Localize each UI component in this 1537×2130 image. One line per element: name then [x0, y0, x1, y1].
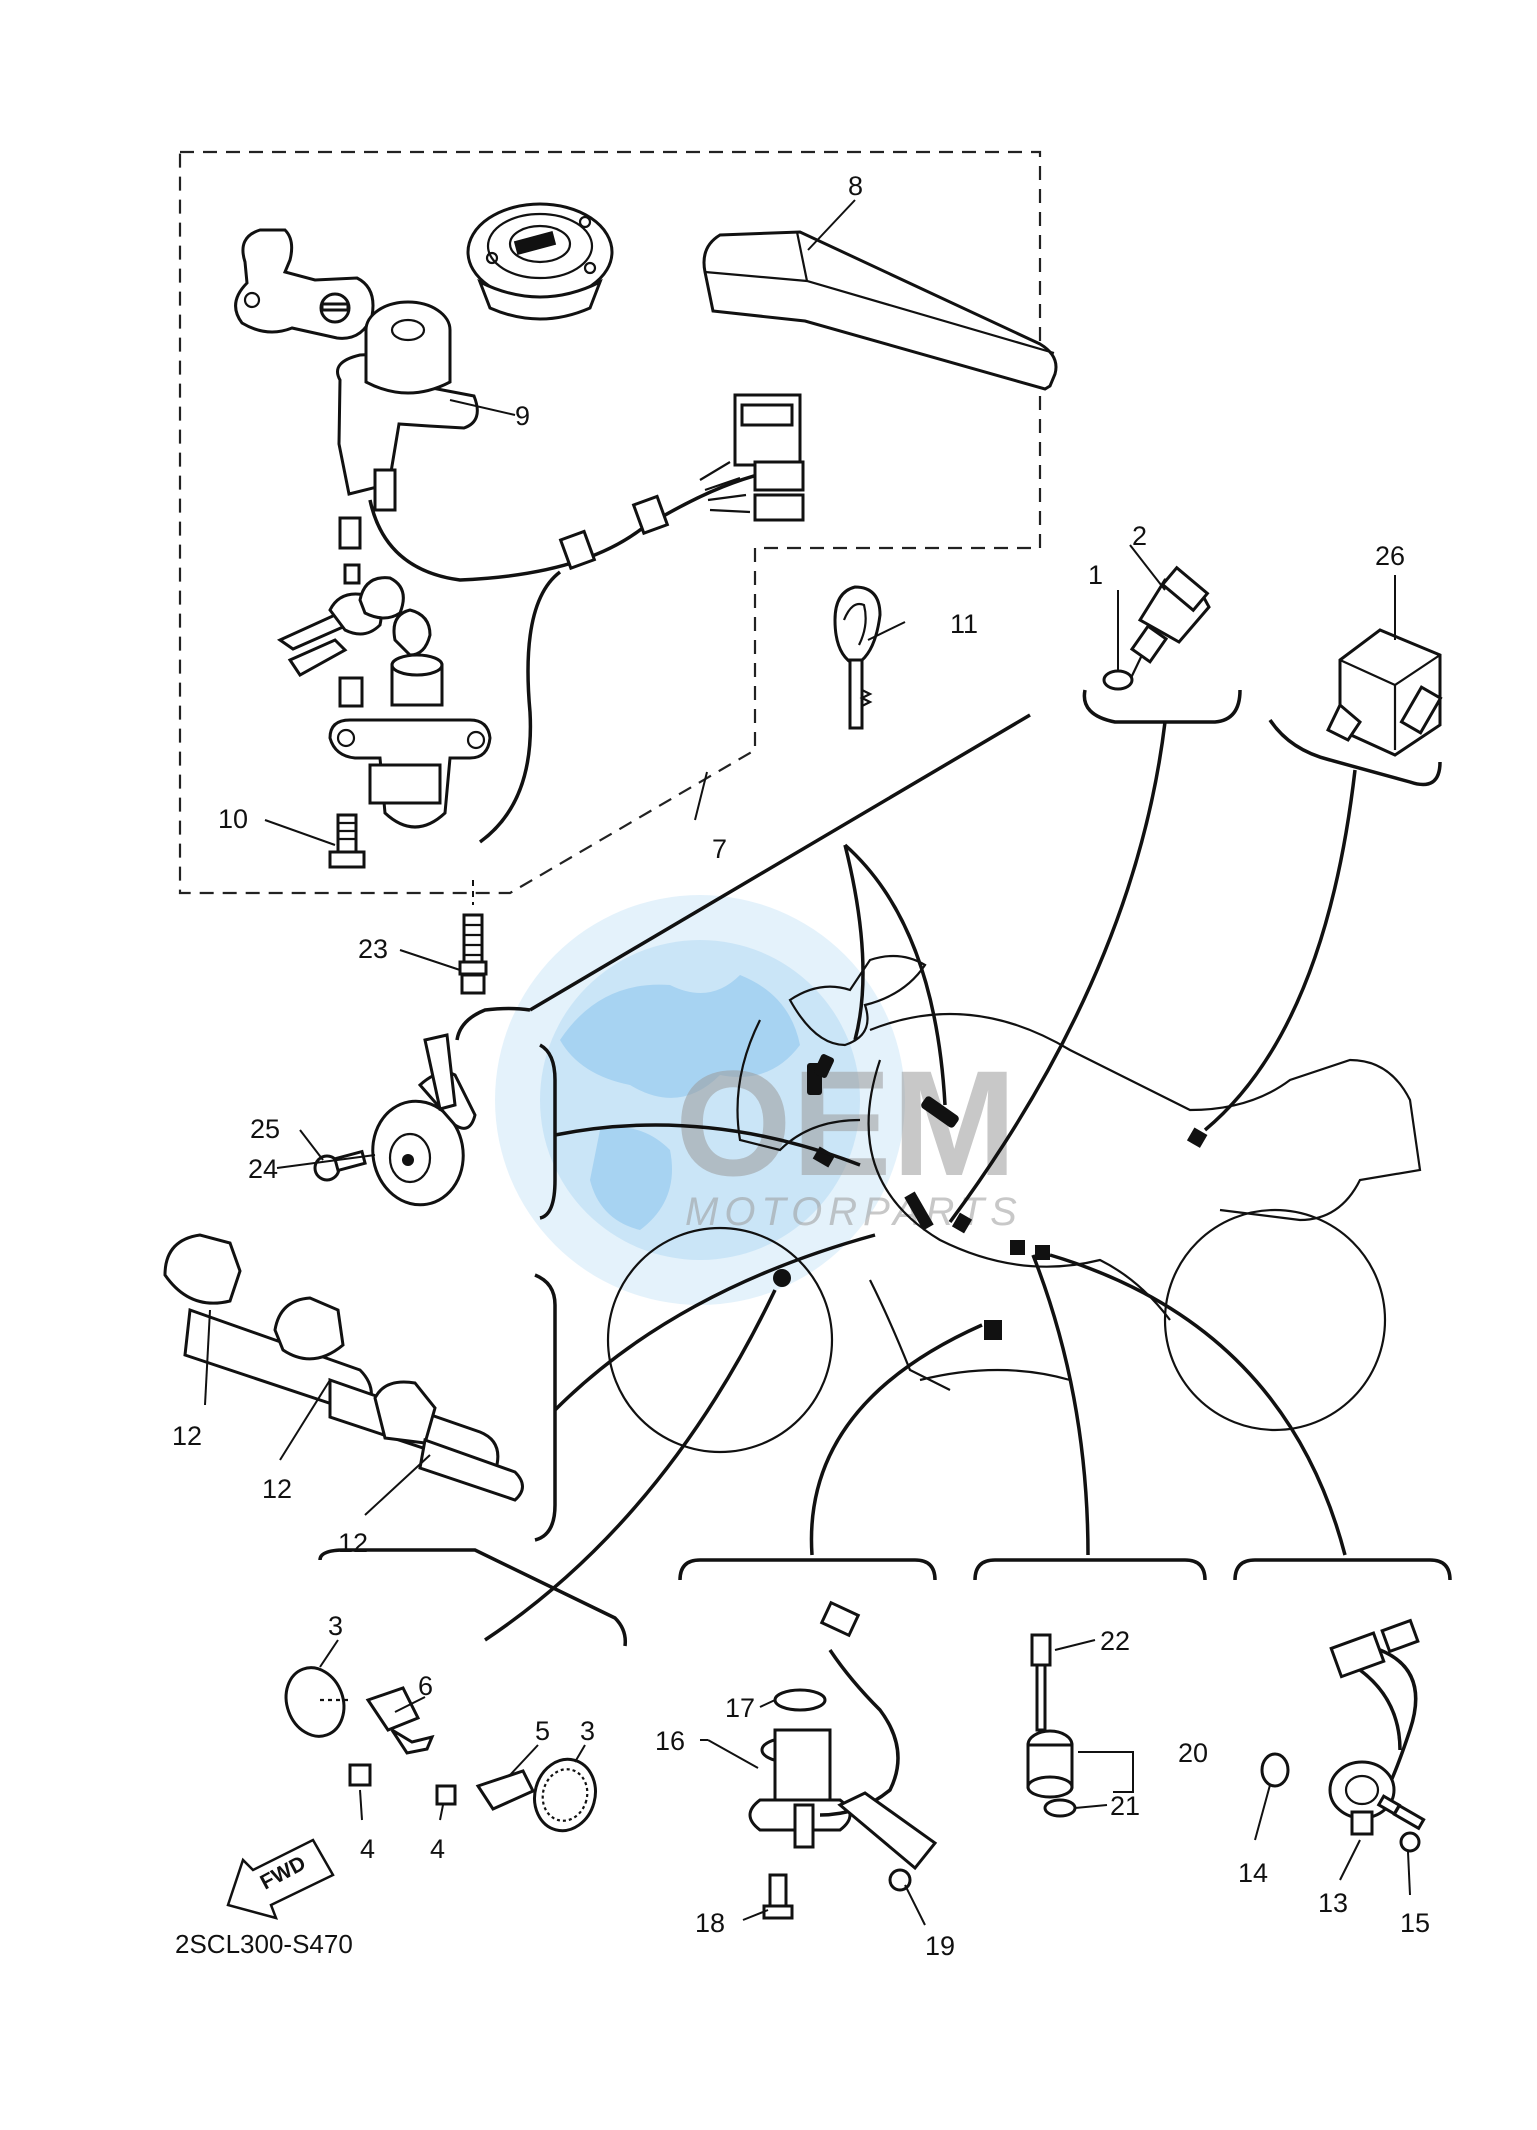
callout-21: 21	[1110, 1791, 1140, 1821]
sensor-13-part	[1260, 1618, 1420, 1836]
lock-set-dashed-outline	[178, 150, 1042, 895]
reflector-assembly-part	[284, 1666, 597, 1833]
callout-12c: 12	[338, 1528, 368, 1558]
callout-6: 6	[418, 1671, 433, 1701]
main-lock-part	[328, 516, 492, 829]
callout-11: 11	[950, 609, 978, 639]
key-11-part	[833, 585, 882, 730]
fwd-arrow-icon: FWD	[226, 1838, 335, 1920]
callout-8: 8	[848, 171, 863, 201]
callout-22: 22	[1100, 1626, 1130, 1656]
callout-12a: 12	[172, 1421, 202, 1451]
callout-20: 20	[1178, 1738, 1208, 1768]
motorcycle-outline	[606, 954, 1422, 1454]
callout-9: 9	[515, 401, 530, 431]
bolt-23-part	[458, 880, 488, 995]
key-set-part	[276, 576, 432, 677]
watermark-sub: MOTORPARTS	[685, 1190, 1023, 1234]
callout-17: 17	[725, 1693, 755, 1723]
bolt-10-part	[328, 813, 366, 869]
callout-labels: 8 9 7 11 10 23 25 24 12 12 12 1 2 26 3 6…	[172, 171, 1430, 1961]
bracket-lines	[318, 1006, 1452, 1647]
callout-12b: 12	[262, 1474, 292, 1504]
reference-wires	[484, 713, 1357, 1642]
fuel-cap-part	[466, 202, 614, 321]
callout-10: 10	[218, 804, 248, 834]
callout-7: 7	[712, 834, 727, 864]
bolt-15-part	[1392, 1803, 1426, 1853]
relay-26-part	[1326, 628, 1443, 757]
callout-4b: 4	[430, 1834, 445, 1864]
leader-lines	[204, 199, 1411, 1926]
washer-1-part	[1102, 669, 1134, 691]
connector-markers	[773, 1054, 1208, 1340]
callout-19: 19	[925, 1931, 955, 1961]
oring-17-part	[773, 1688, 827, 1712]
callout-15: 15	[1400, 1908, 1430, 1938]
callout-18: 18	[695, 1908, 725, 1938]
callout-23: 23	[358, 934, 388, 964]
callout-2: 2	[1132, 521, 1147, 551]
callout-26: 26	[1375, 541, 1405, 571]
diagram-code: 2SCL300-S470	[175, 1929, 353, 1959]
callout-5: 5	[535, 1716, 550, 1746]
callout-16: 16	[655, 1726, 685, 1756]
part-8-plate	[702, 230, 1058, 391]
watermark: OEM MOTORPARTS	[495, 895, 1023, 1305]
watermark-main: OEM	[675, 1039, 1017, 1207]
ignition-switch-part	[336, 300, 805, 844]
callout-25: 25	[250, 1114, 280, 1144]
bolt-18-part	[762, 1873, 794, 1920]
callout-4a: 4	[360, 1834, 375, 1864]
callout-1: 1	[1088, 560, 1103, 590]
callout-3a: 3	[328, 1611, 343, 1641]
seat-lock-part	[234, 228, 375, 340]
sensor-20-part	[1026, 1633, 1077, 1818]
sensor-2-part	[1129, 565, 1211, 681]
callout-13: 13	[1318, 1888, 1348, 1918]
callout-24: 24	[248, 1154, 278, 1184]
bracket-26	[1268, 719, 1442, 787]
horn-24-part	[371, 1033, 477, 1207]
callout-14: 14	[1238, 1858, 1268, 1888]
callout-3b: 3	[580, 1716, 595, 1746]
sensor-16-part	[748, 1600, 938, 1892]
